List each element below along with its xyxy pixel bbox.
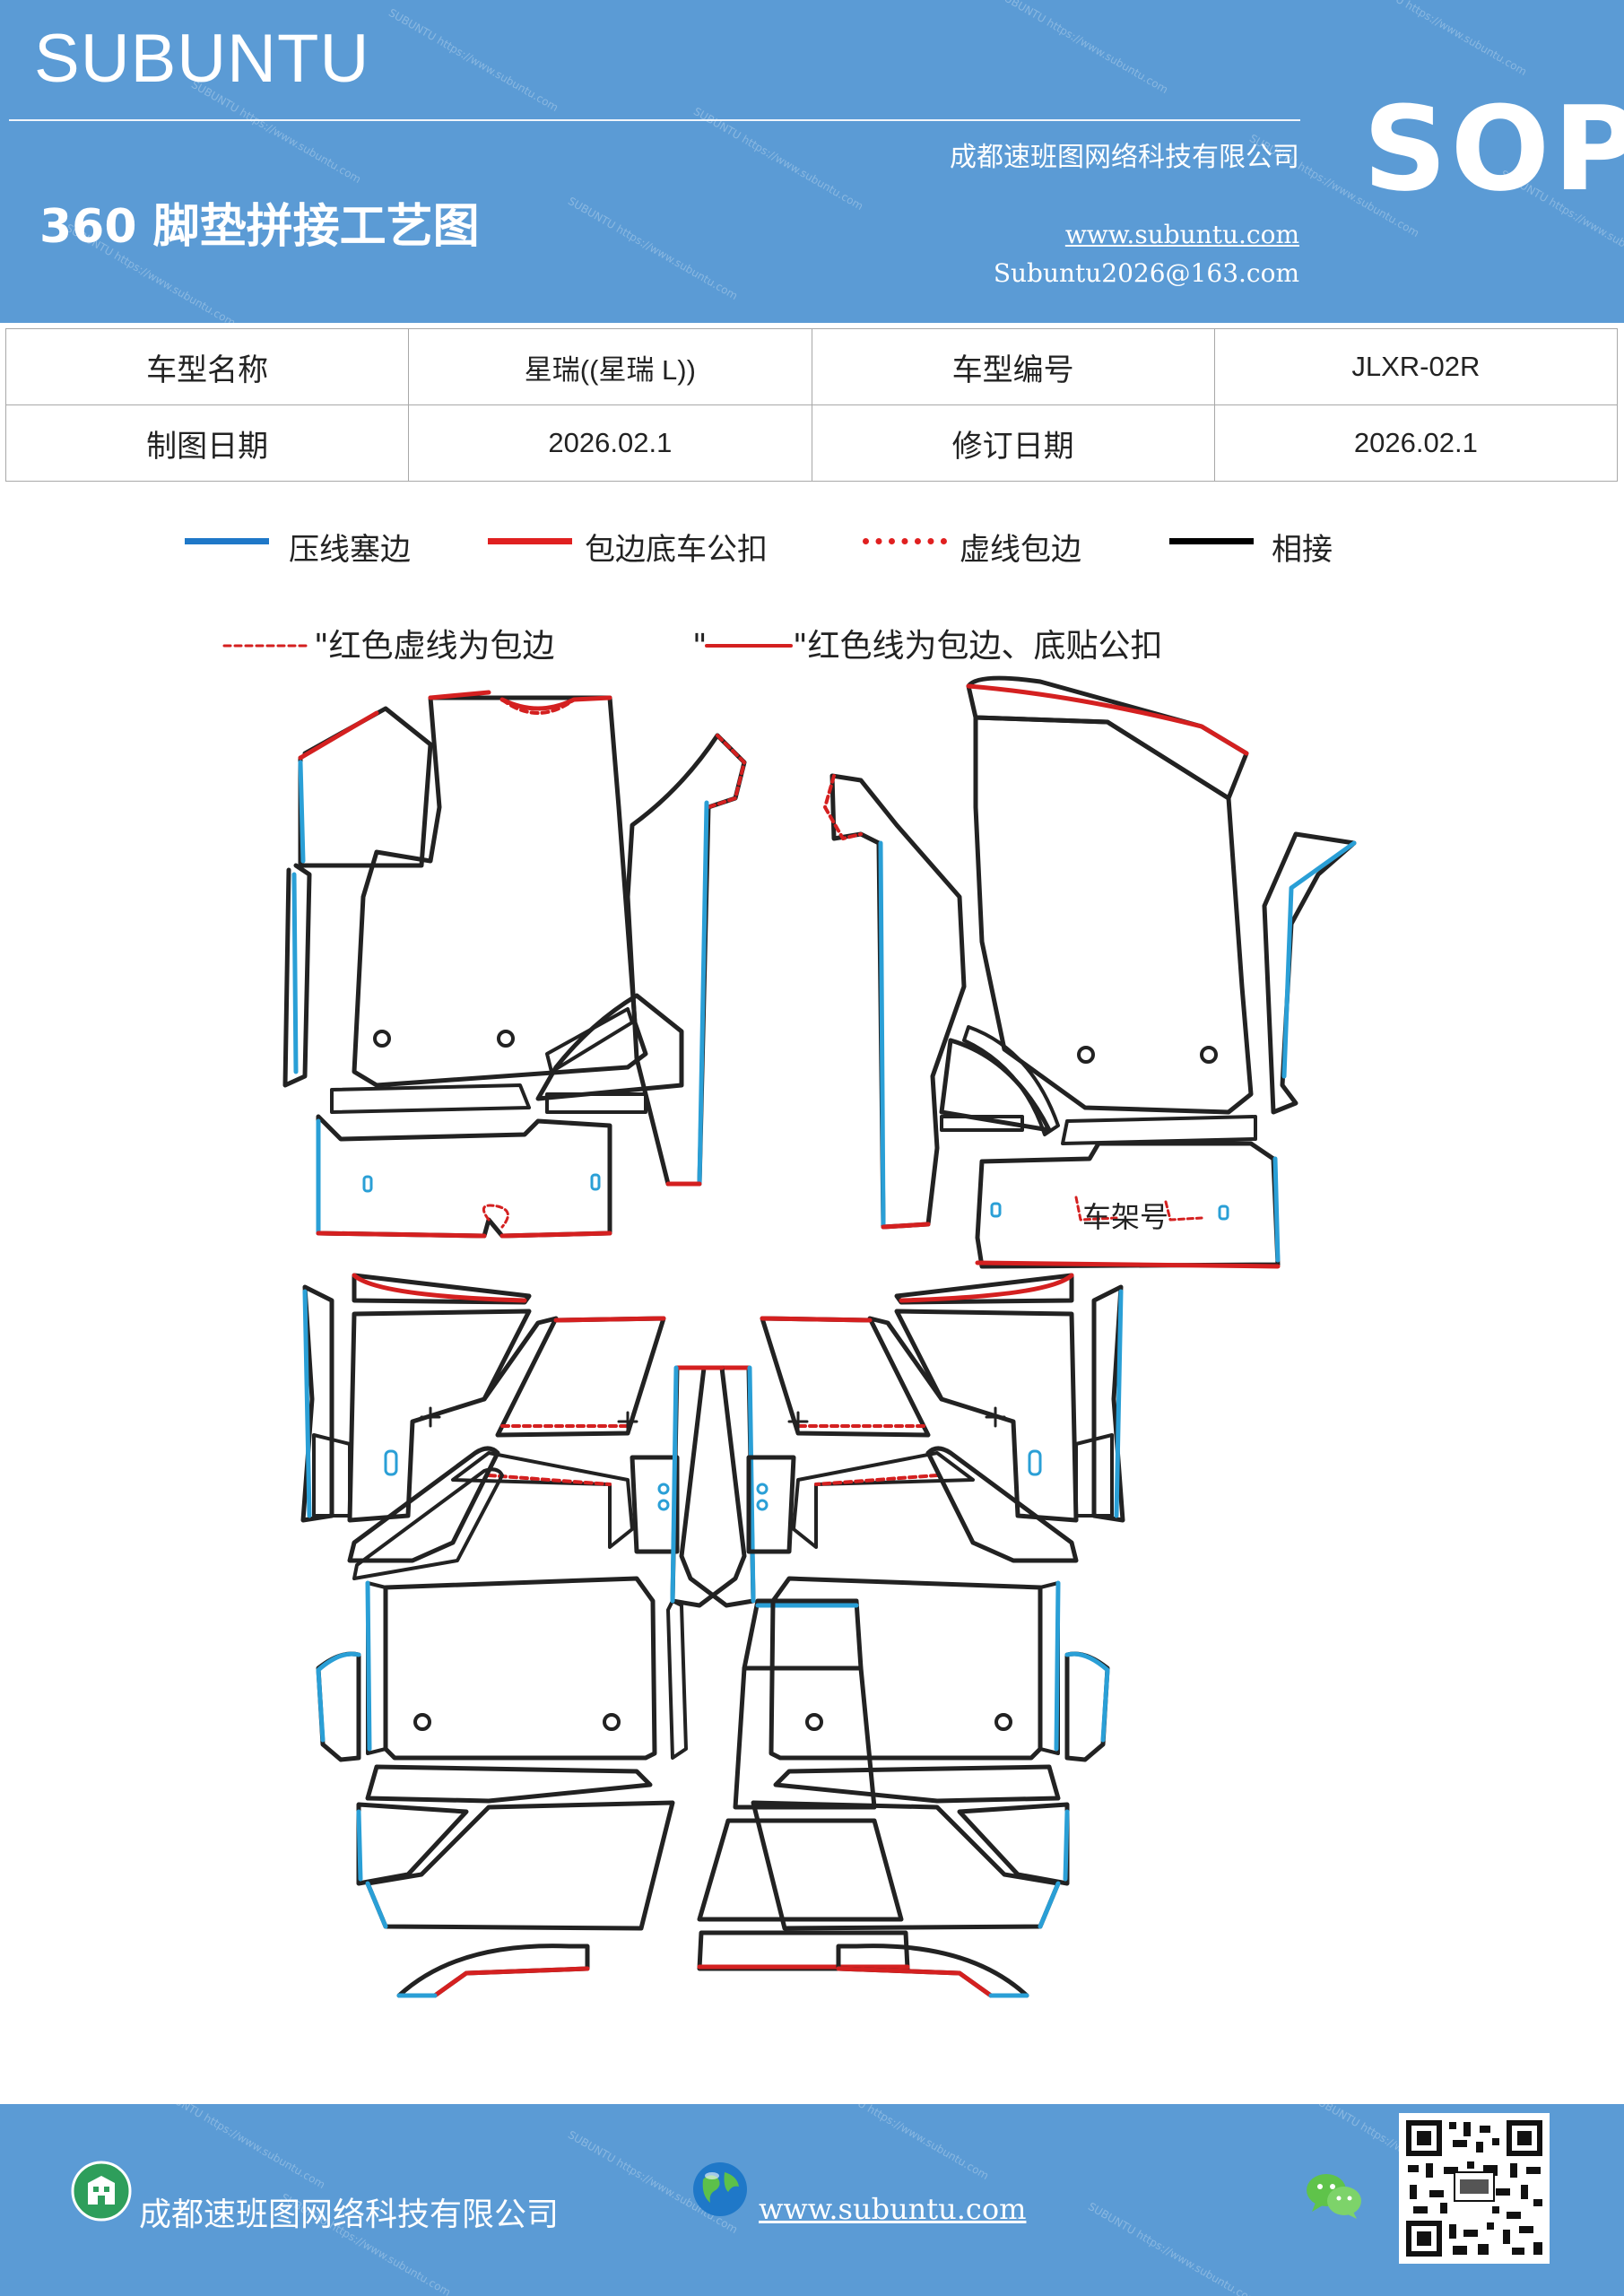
wechat-icon[interactable] <box>1305 2169 1364 2222</box>
front-left-mat <box>282 690 747 1239</box>
building-icon <box>71 2161 132 2222</box>
table-row: 车型名称 星瑞((星瑞 L)) 车型编号 JLXR-02R <box>4 328 1619 405</box>
watermark: SUBUNTU https://www.subuntu.com <box>386 5 560 115</box>
table-cell: 车型名称 <box>4 328 410 405</box>
watermark: SUBUNTU https://www.subuntu.com <box>995 0 1170 97</box>
watermark: SUBUNTU https://www.subuntu.com <box>1085 2199 1260 2296</box>
header-divider <box>9 119 1300 121</box>
table-cell: 修订日期 <box>811 404 1215 482</box>
table-cell: JLXR-02R <box>1213 328 1619 405</box>
brand-logo-text: SUBUNTU <box>34 21 370 97</box>
table-cell: 2026.02.1 <box>1213 404 1619 482</box>
header-company-name: 成都速班图网络科技有限公司 <box>950 142 1299 173</box>
watermark: SUBUNTU https://www.subuntu.com <box>565 194 740 303</box>
table-row: 制图日期 2026.02.1 修订日期 2026.02.1 <box>4 404 1619 482</box>
note-dashed-binding: "红色虚线为包边 <box>314 628 555 665</box>
table-cell: 车型编号 <box>811 328 1215 405</box>
rear-right-mat <box>670 1273 1125 1998</box>
center-tunnel-mats <box>697 1598 910 1971</box>
front-right-mat: 车架号 <box>823 675 1357 1269</box>
watermark: SUBUNTU https://www.subuntu.com <box>816 2104 991 2183</box>
sop-badge: SOP <box>1363 81 1624 217</box>
footer-company-name: 成都速班图网络科技有限公司 <box>139 2196 560 2233</box>
header-email[interactable]: Subuntu2026@163.com <box>993 258 1299 288</box>
header-website-link[interactable]: www.subuntu.com <box>1064 220 1299 249</box>
frame-number-label: 车架号 <box>1082 1200 1168 1234</box>
page-title: 360 脚垫拼接工艺图 <box>39 200 480 254</box>
legend-swatch-binding <box>488 538 572 544</box>
legend-label: 包边底车公扣 <box>585 532 768 568</box>
rear-left-mat <box>300 1273 756 1998</box>
note-solid-binding: "红色线为包边、底贴公扣 <box>793 628 1163 665</box>
qr-code-icon[interactable] <box>1399 2113 1550 2264</box>
table-cell: 2026.02.1 <box>408 404 812 482</box>
legend-swatch-tuck <box>185 538 269 544</box>
legend-label: 虚线包边 <box>960 532 1081 568</box>
vehicle-info-table: 车型名称 星瑞((星瑞 L)) 车型编号 JLXR-02R 制图日期 2026.… <box>4 328 1619 482</box>
globe-icon <box>693 2162 747 2216</box>
legend-swatch-seam <box>1169 538 1254 544</box>
legend-label: 相接 <box>1272 532 1333 568</box>
table-cell: 星瑞((星瑞 L)) <box>408 328 812 405</box>
floor-mat-splice-diagram: "红色虚线为包边 " "红色线为包边、底贴公扣 <box>222 628 1357 1998</box>
watermark: SUBUNTU https://www.subuntu.com <box>1354 0 1529 79</box>
page-header: SUBUNTU https://www.subuntu.com SUBUNTU … <box>0 0 1624 323</box>
legend-label: 压线塞边 <box>289 532 411 568</box>
legend-swatch-dotted-binding <box>863 538 947 544</box>
footer-website-link[interactable]: www.subuntu.com <box>759 2192 1027 2226</box>
note-quote-mark: " <box>692 628 708 665</box>
diagram-notes: "红色虚线为包边 " "红色线为包边、底贴公扣 <box>222 628 1163 665</box>
table-cell: 制图日期 <box>4 404 410 482</box>
watermark: SUBUNTU https://www.subuntu.com <box>152 2104 327 2192</box>
